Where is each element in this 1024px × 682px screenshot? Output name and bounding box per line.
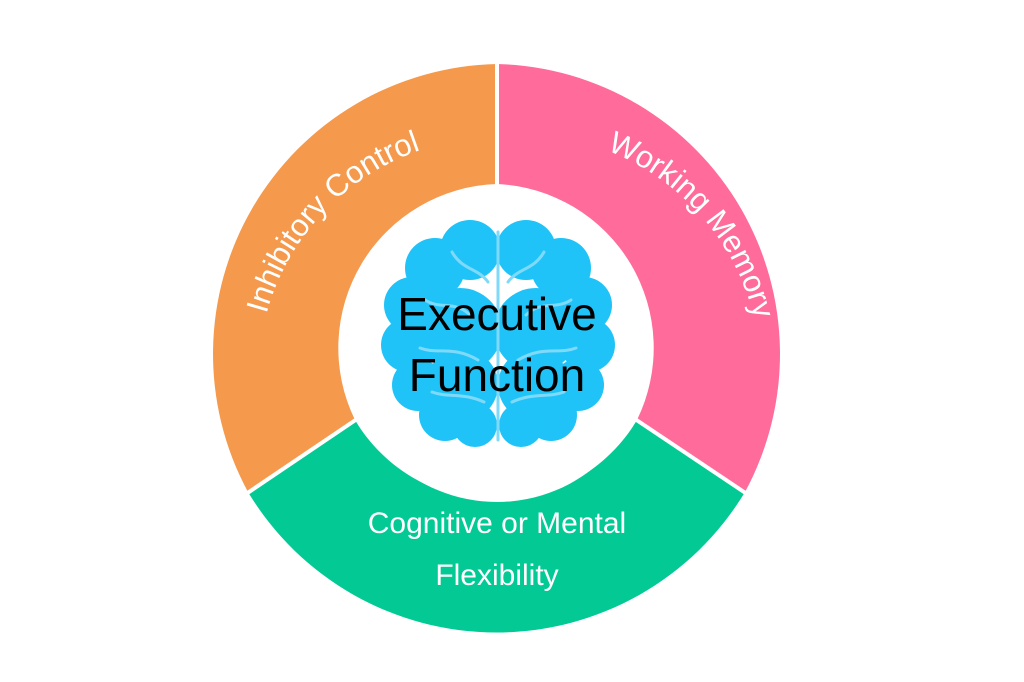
brain-icon: [381, 220, 615, 447]
segment-inhibitory-control: [213, 64, 497, 492]
brain-folds: [418, 230, 578, 442]
segment-cognitive-flexibility: [248, 420, 745, 633]
flexibility-label-line2: Flexibility: [435, 559, 558, 592]
separator-right: [633, 417, 749, 496]
center-title-line1: Executive: [397, 288, 596, 340]
brain-right-hemisphere: [494, 220, 615, 447]
separator-left: [244, 417, 359, 496]
segment-working-memory: [497, 64, 780, 492]
flexibility-label-line1: Cognitive or Mental: [368, 507, 626, 540]
center-title-line2: Function: [409, 349, 585, 401]
